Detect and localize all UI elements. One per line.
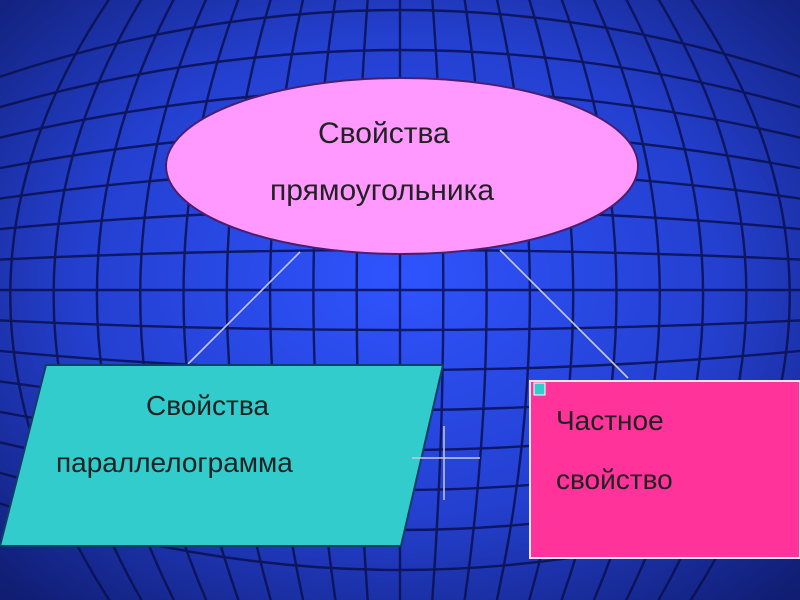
connector-root-right	[499, 249, 629, 379]
grid-line	[0, 48, 800, 109]
parallelogram-shape	[0, 364, 445, 547]
root-label-line1: Свойства	[318, 117, 450, 150]
root-label-line2: прямоугольника	[270, 174, 495, 207]
grid-line	[0, 8, 800, 78]
connector-root-left	[187, 251, 301, 365]
grid-line	[463, 0, 488, 600]
grid-line	[495, 0, 532, 600]
grid-line	[431, 0, 445, 600]
root-ellipse	[165, 77, 639, 255]
right-label-line2: свойство	[556, 464, 673, 495]
box-marker-icon	[533, 382, 546, 396]
grid-line	[0, 319, 800, 332]
left-label-line2: параллелограмма	[56, 447, 293, 478]
special-property-box	[529, 380, 800, 559]
right-label-line1: Частное	[556, 405, 664, 436]
left-label-line1: Свойства	[146, 390, 269, 421]
